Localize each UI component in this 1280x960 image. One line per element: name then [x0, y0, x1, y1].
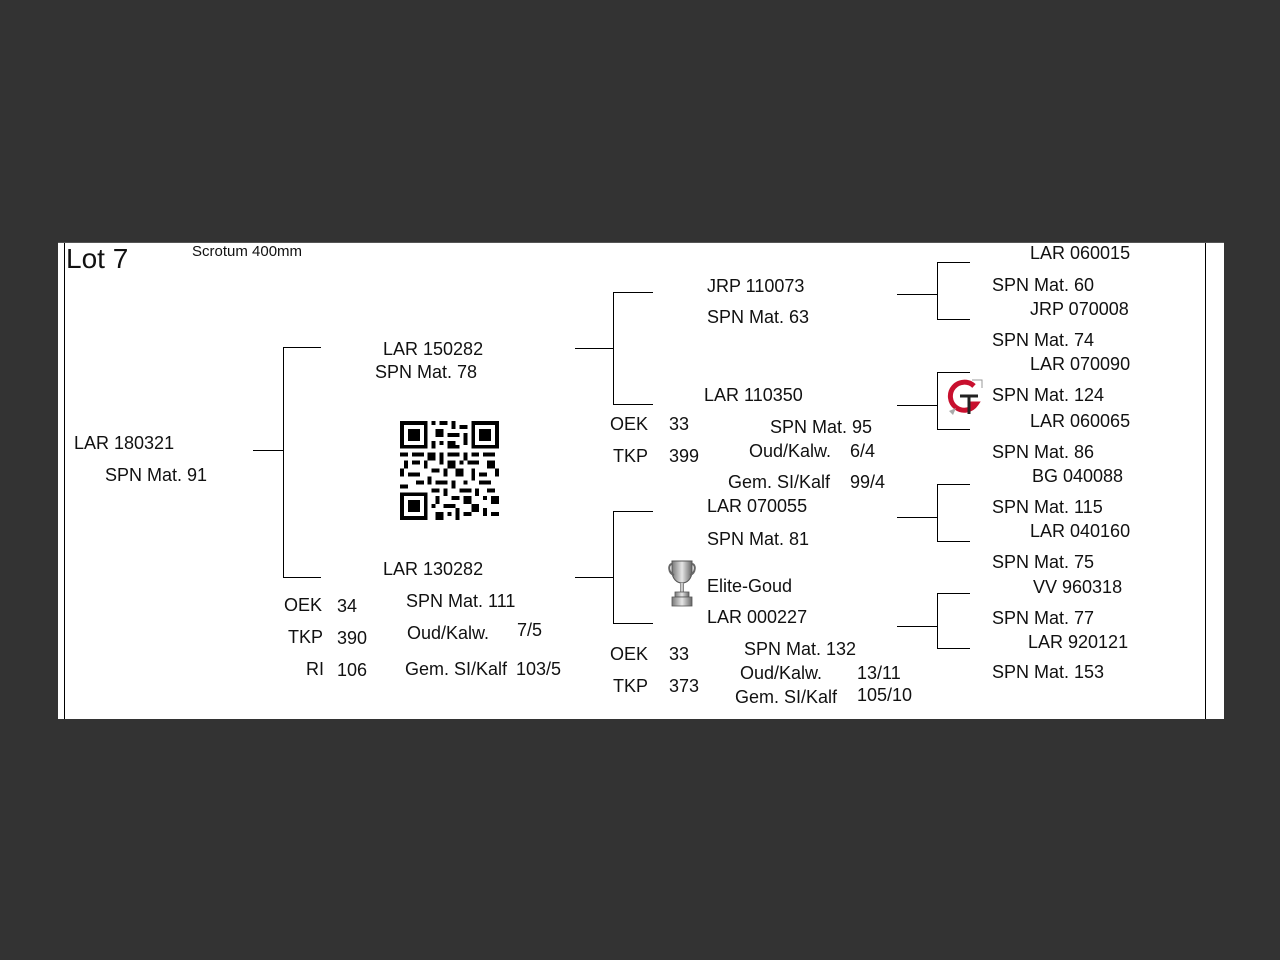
trophy-icon	[668, 560, 696, 607]
dam-spn: SPN Mat. 111	[406, 591, 516, 611]
connector-line	[613, 511, 653, 512]
dd-gem-value: 105/10	[857, 685, 913, 705]
dd-spn: SPN Mat. 132	[744, 639, 857, 659]
sire-spn: SPN Mat. 78	[375, 362, 478, 382]
sd-tkp-label: TKP	[613, 446, 649, 466]
sire-id: LAR 150282	[383, 339, 484, 359]
connector-line	[283, 347, 284, 577]
dsd-spn: SPN Mat. 75	[992, 552, 1095, 572]
connector-line	[937, 262, 938, 319]
dam-tkp-label: TKP	[288, 627, 324, 647]
dam-ri-value: 106	[337, 660, 368, 680]
dam-oek-value: 34	[337, 596, 358, 616]
dam-oud-value: 7/5	[517, 620, 543, 640]
sdd-id: LAR 060065	[1030, 411, 1131, 431]
connector-line	[283, 577, 321, 578]
sds-spn: SPN Mat. 124	[992, 385, 1105, 405]
dsd-id: LAR 040160	[1030, 521, 1131, 541]
dam-oek-label: OEK	[284, 595, 323, 615]
sds-id: LAR 070090	[1030, 354, 1131, 374]
ds-spn: SPN Mat. 81	[707, 529, 810, 549]
dd-oud-label: Oud/Kalw.	[740, 663, 823, 683]
dd-id: LAR 000227	[707, 607, 808, 627]
connector-line	[613, 404, 653, 405]
connector-line	[575, 348, 613, 349]
dss-spn: SPN Mat. 115	[992, 497, 1103, 517]
connector-line	[937, 648, 970, 649]
ssd-id: JRP 070008	[1030, 299, 1129, 319]
connector-line	[937, 319, 970, 320]
connector-line	[937, 484, 970, 485]
connector-line	[897, 294, 937, 295]
ss-id: JRP 110073	[707, 276, 805, 296]
ss-spn: SPN Mat. 63	[707, 307, 810, 327]
qr-code-icon	[400, 421, 499, 520]
dd-tkp-label: TKP	[613, 676, 649, 696]
dd-tkp-value: 373	[669, 676, 700, 696]
sd-spn: SPN Mat. 95	[770, 417, 873, 437]
sd-oek-label: OEK	[610, 414, 649, 434]
dam-gem-label: Gem. SI/Kalf	[405, 659, 508, 679]
right-border	[1205, 243, 1206, 719]
connector-line	[937, 372, 970, 373]
animal-id: LAR 180321	[74, 433, 175, 453]
connector-line	[937, 541, 970, 542]
left-border	[64, 243, 65, 719]
dam-tkp-value: 390	[337, 628, 368, 648]
ds-id: LAR 070055	[707, 496, 808, 516]
dam-oud-label: Oud/Kalw.	[407, 623, 490, 643]
sd-gem-value: 99/4	[850, 472, 886, 492]
connector-line	[937, 262, 970, 263]
dam-gem-value: 103/5	[516, 659, 562, 679]
dd-award: Elite-Goud	[707, 576, 793, 596]
sd-oud-label: Oud/Kalw.	[749, 441, 832, 461]
dam-ri-label: RI	[306, 659, 324, 679]
connector-line	[253, 450, 283, 451]
sd-gem-label: Gem. SI/Kalf	[728, 472, 831, 492]
connector-line	[897, 405, 937, 406]
connector-line	[613, 292, 653, 293]
dd-oek-value: 33	[669, 644, 690, 664]
ssd-spn: SPN Mat. 74	[992, 330, 1095, 350]
dss-id: BG 040088	[1032, 466, 1124, 486]
sd-tkp-value: 399	[669, 446, 700, 466]
dd-gem-label: Gem. SI/Kalf	[735, 687, 838, 707]
connector-line	[897, 626, 937, 627]
sd-oud-value: 6/4	[850, 441, 876, 461]
connector-line	[937, 372, 938, 429]
sss-id: LAR 060015	[1030, 243, 1131, 263]
connector-line	[937, 429, 970, 430]
sd-oek-value: 33	[669, 414, 690, 434]
sd-id: LAR 110350	[704, 385, 803, 405]
ddd-spn: SPN Mat. 153	[992, 662, 1105, 682]
dd-oek-label: OEK	[610, 644, 649, 664]
dds-id: VV 960318	[1033, 577, 1123, 597]
dd-oud-value: 13/11	[857, 663, 901, 683]
dds-spn: SPN Mat. 77	[992, 608, 1095, 628]
connector-line	[613, 292, 614, 404]
connector-line	[937, 484, 938, 541]
connector-line	[937, 593, 970, 594]
connector-line	[937, 593, 938, 648]
gt-logo-icon	[947, 379, 983, 415]
dam-id: LAR 130282	[383, 559, 484, 579]
connector-line	[613, 623, 653, 624]
ddd-id: LAR 920121	[1028, 632, 1129, 652]
sdd-spn: SPN Mat. 86	[992, 442, 1095, 462]
connector-line	[897, 517, 937, 518]
lot-title: Lot 7	[66, 243, 129, 274]
connector-line	[575, 577, 613, 578]
connector-line	[283, 347, 321, 348]
connector-line	[613, 511, 614, 623]
pedigree-document: Lot 7 Scrotum 400mm LAR 180321 SPN Mat. …	[58, 242, 1224, 719]
sss-spn: SPN Mat. 60	[992, 275, 1095, 295]
scrotum-note: Scrotum 400mm	[192, 243, 303, 260]
animal-spn: SPN Mat. 91	[105, 465, 208, 485]
